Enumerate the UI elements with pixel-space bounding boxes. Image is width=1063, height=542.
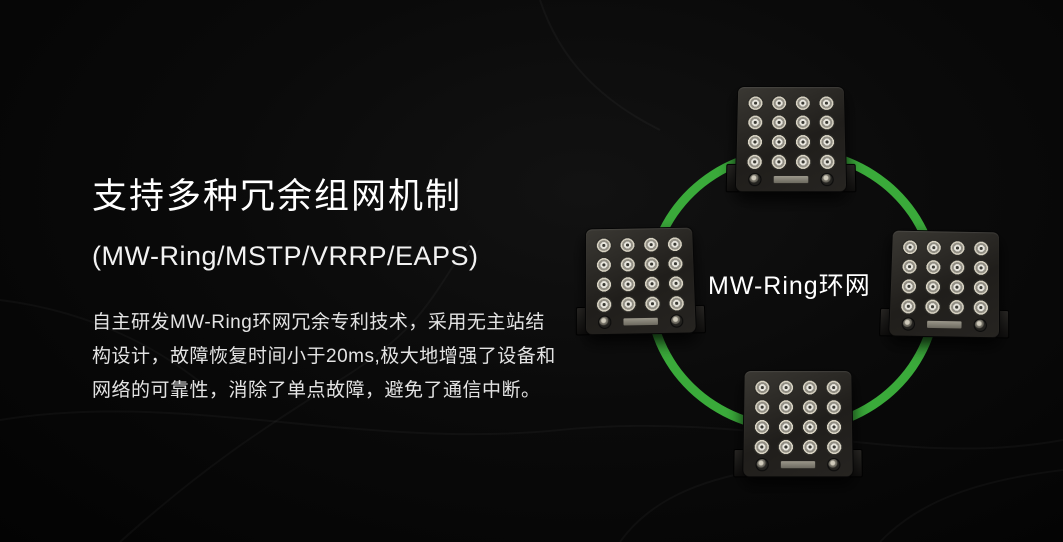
switch-device-right: [878, 229, 1010, 342]
power-connector-icon: [901, 316, 916, 331]
feature-description: 自主研发MW-Ring环网冗余专利技术，采用无主站结构设计，故障恢复时间小于20…: [92, 312, 556, 401]
power-connector-icon: [755, 457, 769, 471]
switch-body: [888, 229, 1001, 339]
switch-device-top: [725, 86, 857, 196]
switch-body: [584, 226, 697, 336]
power-connector-icon: [598, 315, 612, 329]
switch-body: [742, 370, 854, 478]
label-strip-icon: [773, 175, 809, 183]
connector-grid-icon: [742, 93, 840, 172]
label-strip-icon: [623, 317, 658, 325]
page-title: 支持多种冗余组网机制: [92, 177, 463, 216]
device-bottom-row: [748, 172, 834, 186]
device-bottom-row: [755, 457, 841, 471]
ground-screw-icon: [669, 313, 684, 328]
connector-grid-icon: [591, 234, 690, 315]
connector-grid-icon: [895, 237, 994, 318]
label-strip-icon: [780, 460, 816, 468]
power-connector-icon: [748, 172, 762, 186]
label-strip-icon: [927, 320, 962, 328]
switch-device-left: [575, 226, 707, 339]
device-bottom-row: [598, 313, 684, 329]
switch-device-bottom: [733, 370, 863, 481]
switch-body: [734, 86, 848, 193]
left-panel: 支持多种冗余组网机制 (MW-Ring/MSTP/VRRP/EAPS) 自主研发…: [92, 168, 572, 408]
connector-grid-icon: [749, 377, 847, 458]
ground-screw-icon: [973, 318, 987, 332]
ground-screw-icon: [827, 457, 841, 471]
ground-screw-icon: [820, 172, 834, 186]
ring-label: MW-Ring环网: [708, 272, 871, 300]
device-bottom-row: [901, 316, 987, 332]
protocol-subtitle: (MW-Ring/MSTP/VRRP/EAPS): [92, 241, 479, 271]
